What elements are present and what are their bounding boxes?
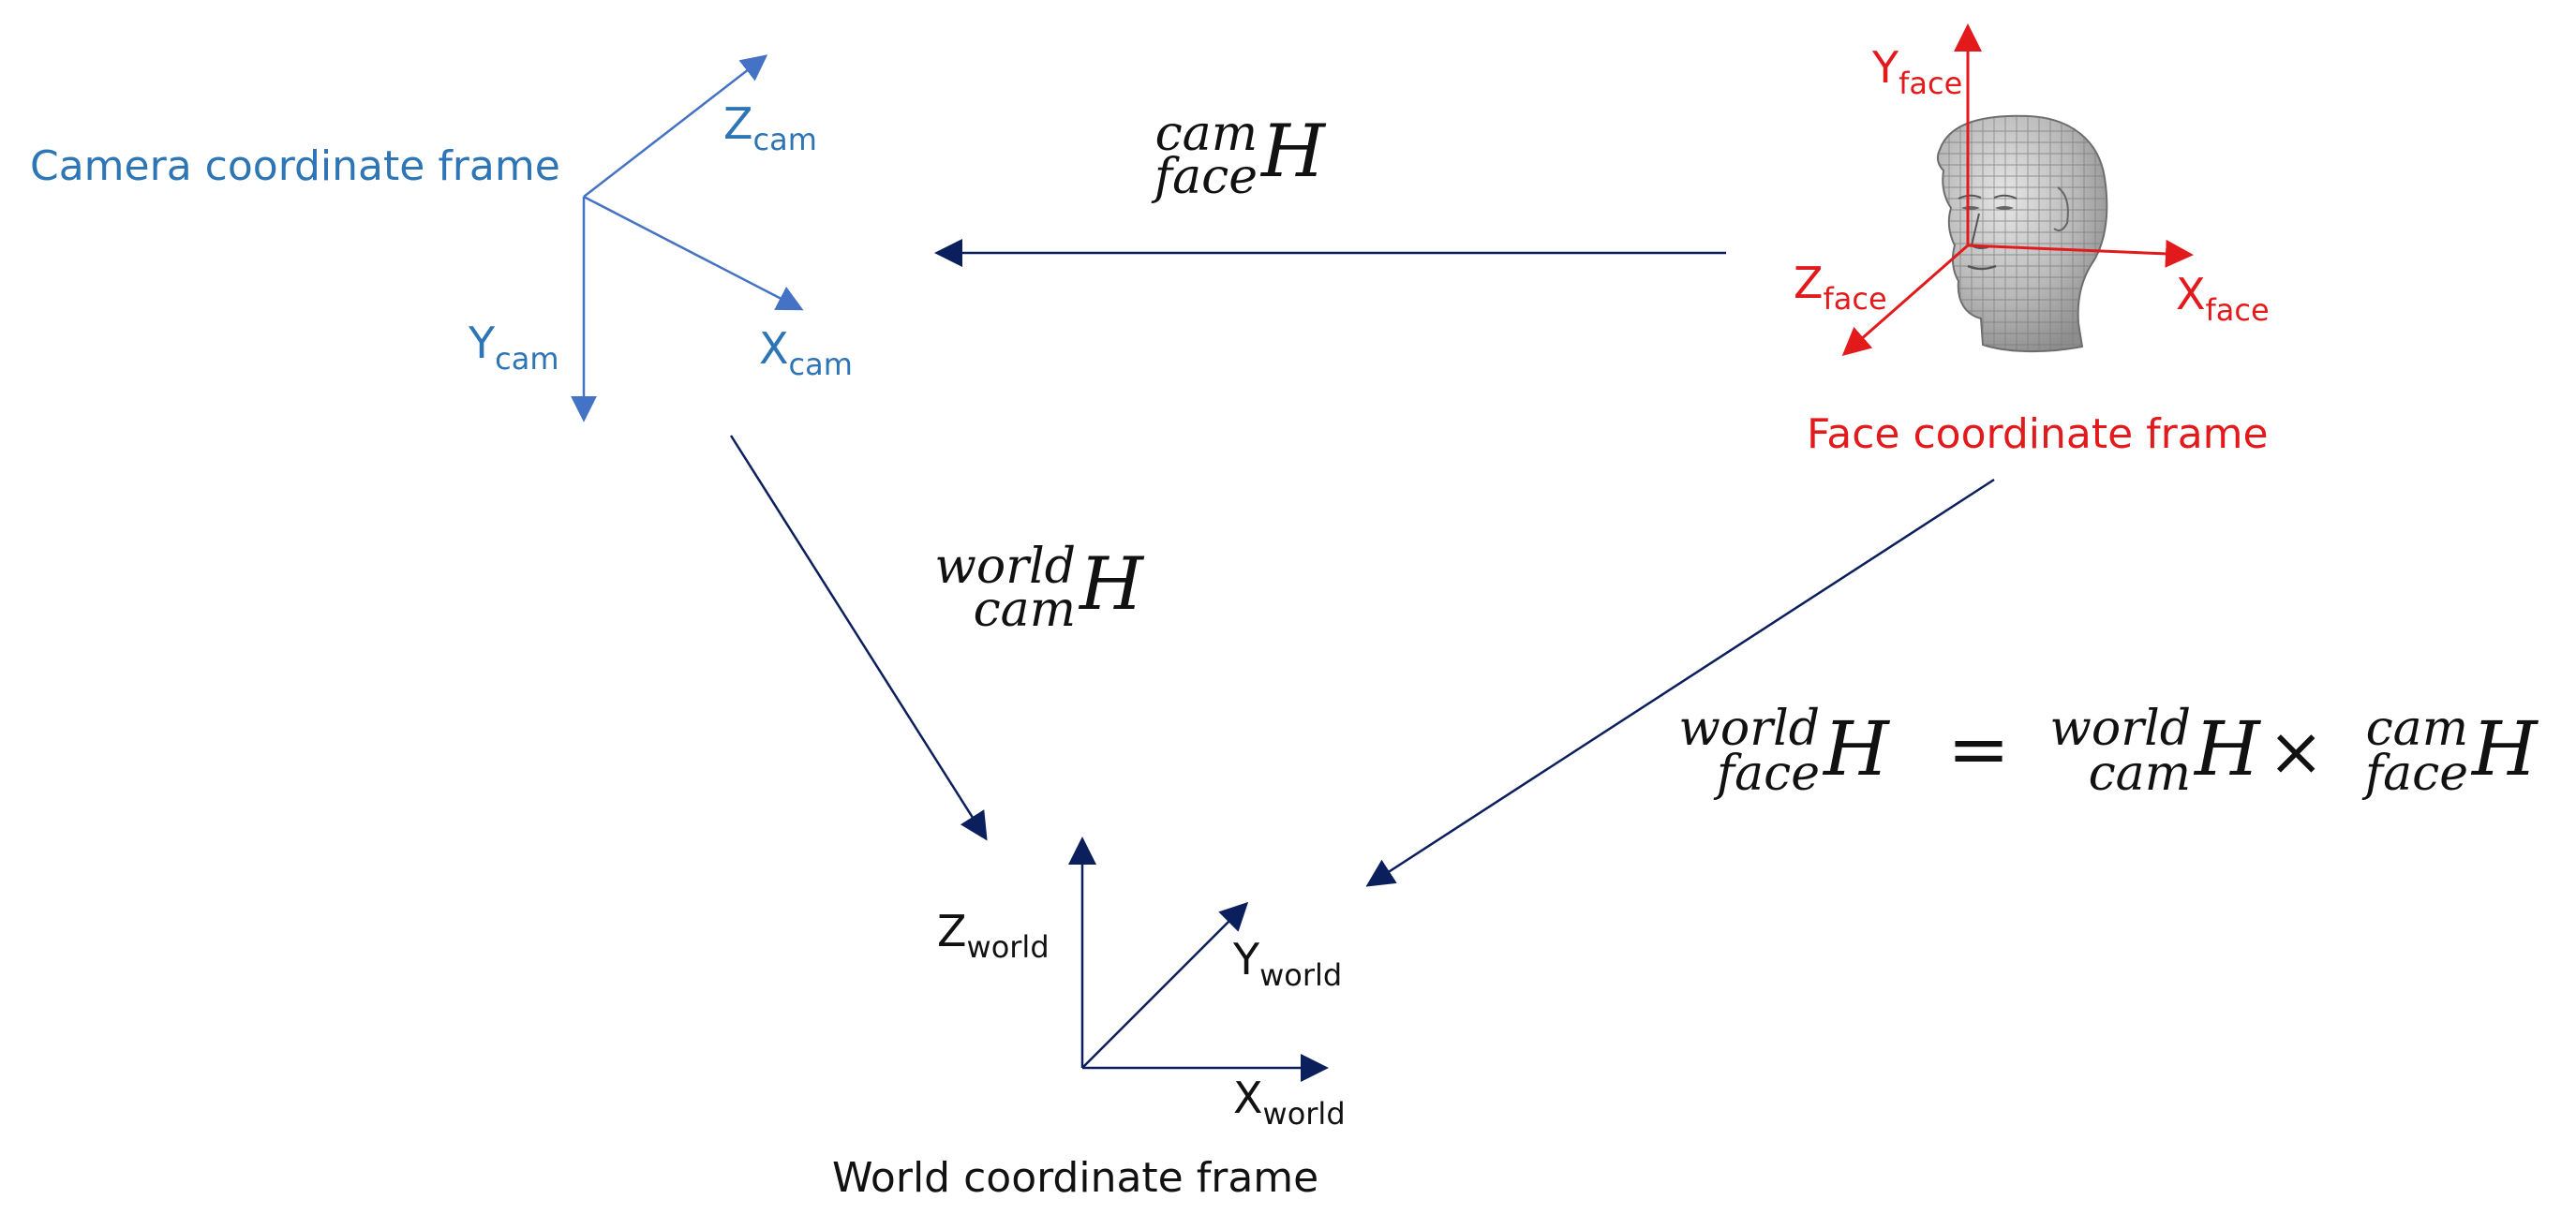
svg-text:face: face bbox=[2361, 746, 2468, 802]
svg-text:H: H bbox=[2193, 705, 2262, 792]
face-y-label: Yface bbox=[1871, 42, 1962, 101]
camera-frame-title: Camera coordinate frame bbox=[30, 142, 560, 190]
world-z-label: Zworld bbox=[937, 906, 1050, 965]
svg-text:cam: cam bbox=[1155, 106, 1258, 162]
svg-text:H: H bbox=[1822, 705, 1891, 792]
svg-text:H: H bbox=[1078, 542, 1145, 627]
world-y-label: Yworld bbox=[1232, 934, 1342, 993]
head-mesh-icon bbox=[1936, 114, 2108, 353]
transform-cam-to-world: world cam H bbox=[934, 539, 1145, 638]
camera-x-label: Xcam bbox=[759, 323, 853, 382]
svg-text:×: × bbox=[2268, 712, 2324, 791]
camera-frame: Camera coordinate frame Zcam Xcam Ycam bbox=[30, 54, 853, 422]
camera-x-axis bbox=[583, 195, 804, 311]
svg-text:cam: cam bbox=[974, 582, 1076, 638]
face-x-axis bbox=[1967, 239, 2194, 268]
face-frame: Yface Zface Xface Face coordinate frame bbox=[1794, 23, 2270, 458]
world-frame-title: World coordinate frame bbox=[832, 1154, 1318, 1202]
svg-text:world: world bbox=[2049, 701, 2191, 757]
camera-z-label: Zcam bbox=[723, 98, 817, 157]
svg-text:face: face bbox=[1713, 746, 1820, 802]
svg-text:=: = bbox=[1947, 705, 2010, 792]
world-x-label: Xworld bbox=[1233, 1073, 1346, 1132]
camera-y-label: Ycam bbox=[468, 318, 558, 377]
camera-z-axis bbox=[583, 54, 768, 198]
face-frame-title: Face coordinate frame bbox=[1807, 410, 2269, 458]
transform-equation: world face H = world cam H × cam face H bbox=[1678, 701, 2539, 802]
transform-face-to-cam: cam face H bbox=[1151, 106, 1327, 205]
world-frame: Zworld Yworld Xworld World coordinate fr… bbox=[832, 837, 1346, 1202]
svg-text:H: H bbox=[2470, 705, 2539, 792]
face-x-label: Xface bbox=[2176, 269, 2270, 328]
camera-to-world-arrow bbox=[729, 435, 988, 841]
face-z-axis bbox=[1841, 244, 1969, 356]
svg-text:cam: cam bbox=[2366, 701, 2468, 757]
face-z-label: Zface bbox=[1794, 258, 1887, 317]
svg-text:H: H bbox=[1259, 110, 1327, 194]
svg-text:face: face bbox=[1151, 149, 1258, 205]
svg-text:world: world bbox=[934, 539, 1076, 595]
face-to-world-arrow bbox=[1365, 478, 1995, 887]
svg-text:world: world bbox=[1678, 701, 1820, 757]
svg-text:cam: cam bbox=[2089, 746, 2191, 802]
world-y-axis bbox=[1081, 901, 1249, 1069]
